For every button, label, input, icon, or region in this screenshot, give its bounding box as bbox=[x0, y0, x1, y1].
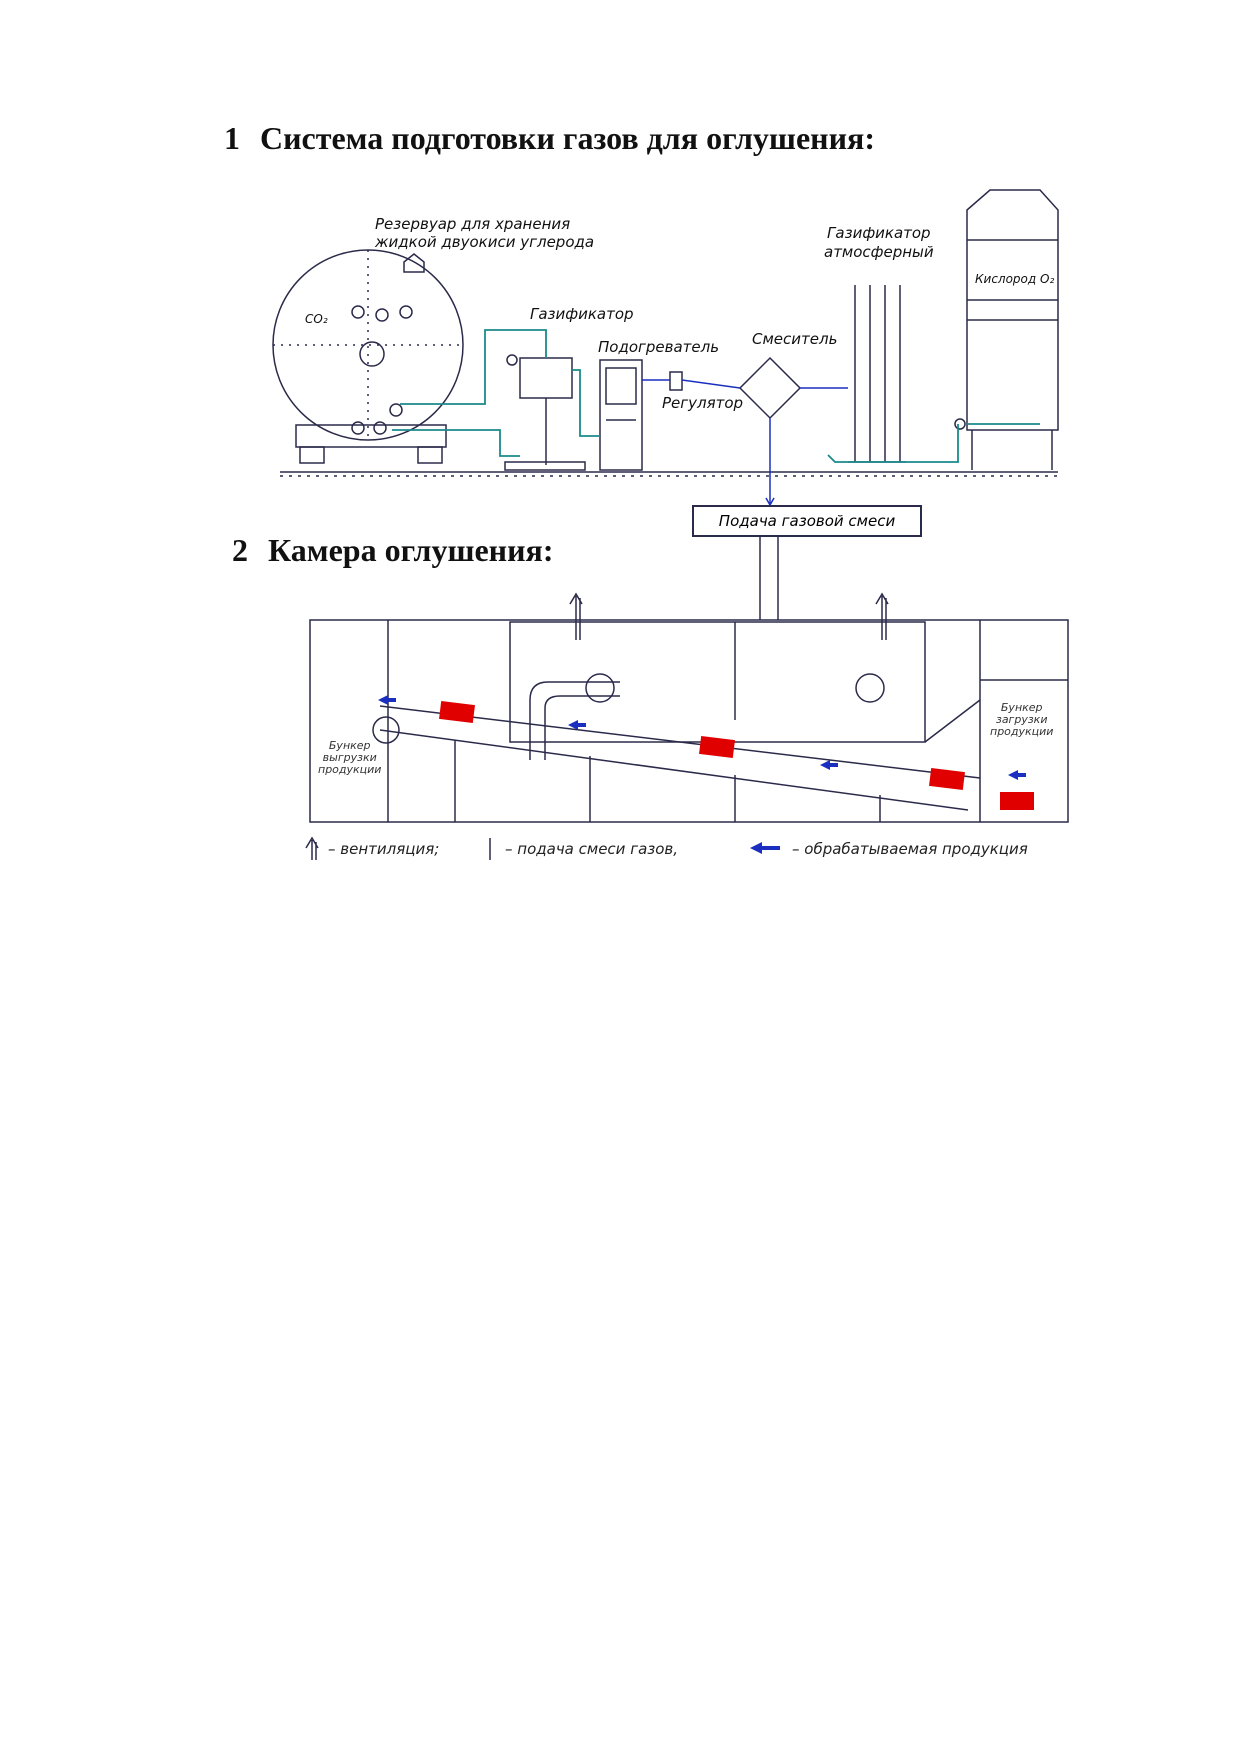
regulator-valve bbox=[669, 371, 683, 391]
gas-pipes bbox=[392, 329, 1040, 463]
heater-label: Подогреватель bbox=[598, 338, 720, 356]
legend-product: – обрабатываемая продукция bbox=[792, 840, 1028, 858]
heater-cabinet bbox=[599, 359, 643, 471]
load-bunker-line2: загрузки bbox=[995, 713, 1048, 726]
mixer-label: Смеситель bbox=[752, 330, 838, 348]
reservoir-label-line1: Резервуар для хранения bbox=[375, 215, 571, 233]
conveyor-bottom bbox=[379, 729, 969, 811]
unload-bunker-line1: Бункер bbox=[328, 739, 371, 752]
section1-heading: 1 Система подготовки газов для оглушения: bbox=[224, 120, 875, 157]
fan-right bbox=[855, 673, 885, 703]
section1-number: 1 bbox=[224, 120, 240, 156]
unload-bunker-line3: продукции bbox=[318, 763, 382, 776]
legend-ventilation: – вентиляция; bbox=[328, 840, 440, 858]
atm-gasifier-label: Газификатор атмосферный bbox=[824, 224, 934, 262]
atm-gasifier-label-line2: атмосферный bbox=[824, 243, 934, 261]
legend-symbols bbox=[305, 836, 780, 860]
fan-left bbox=[585, 673, 615, 703]
unload-bunker-line2: выгрузки bbox=[322, 751, 377, 764]
co2-label: CO₂ bbox=[305, 312, 328, 326]
oxygen-tank bbox=[966, 189, 1059, 431]
chamber-outline bbox=[309, 619, 1069, 823]
product-boxes bbox=[439, 700, 1034, 810]
load-bunker-line3: продукции bbox=[990, 725, 1054, 738]
reservoir-label-line2: жидкой двуокиси углерода bbox=[375, 233, 595, 251]
gas-mix-feed-box: Подача газовой смеси bbox=[692, 505, 922, 537]
section2-number: 2 bbox=[232, 532, 248, 568]
section1-title: Система подготовки газов для оглушения: bbox=[260, 120, 875, 156]
legend-gas-feed: – подача смеси газов, bbox=[505, 840, 679, 858]
section2-heading: 2 Камера оглушения: bbox=[232, 532, 554, 569]
product-direction-arrows bbox=[378, 695, 1026, 780]
co2-tank-gauge bbox=[359, 341, 385, 367]
regulator-label: Регулятор bbox=[662, 394, 744, 412]
tank-top-valve bbox=[403, 253, 425, 273]
co2-tank-base bbox=[295, 424, 447, 448]
section2-title: Камера оглушения: bbox=[268, 532, 554, 568]
load-bunker-label: Бункер загрузки продукции bbox=[990, 702, 1053, 738]
gasifier-label: Газификатор bbox=[530, 305, 634, 323]
conveyor-roller bbox=[372, 716, 400, 744]
oxygen-label: Кислород O₂ bbox=[975, 272, 1055, 286]
unload-bunker-label: Бункер выгрузки продукции bbox=[318, 740, 381, 776]
load-bunker-line1: Бункер bbox=[1000, 701, 1043, 714]
ventilation-arrows bbox=[569, 592, 889, 640]
conveyor-top bbox=[379, 705, 981, 779]
reservoir-label: Резервуар для хранения жидкой двуокиси у… bbox=[375, 215, 594, 251]
atm-gasifier-label-line1: Газификатор bbox=[827, 224, 931, 242]
